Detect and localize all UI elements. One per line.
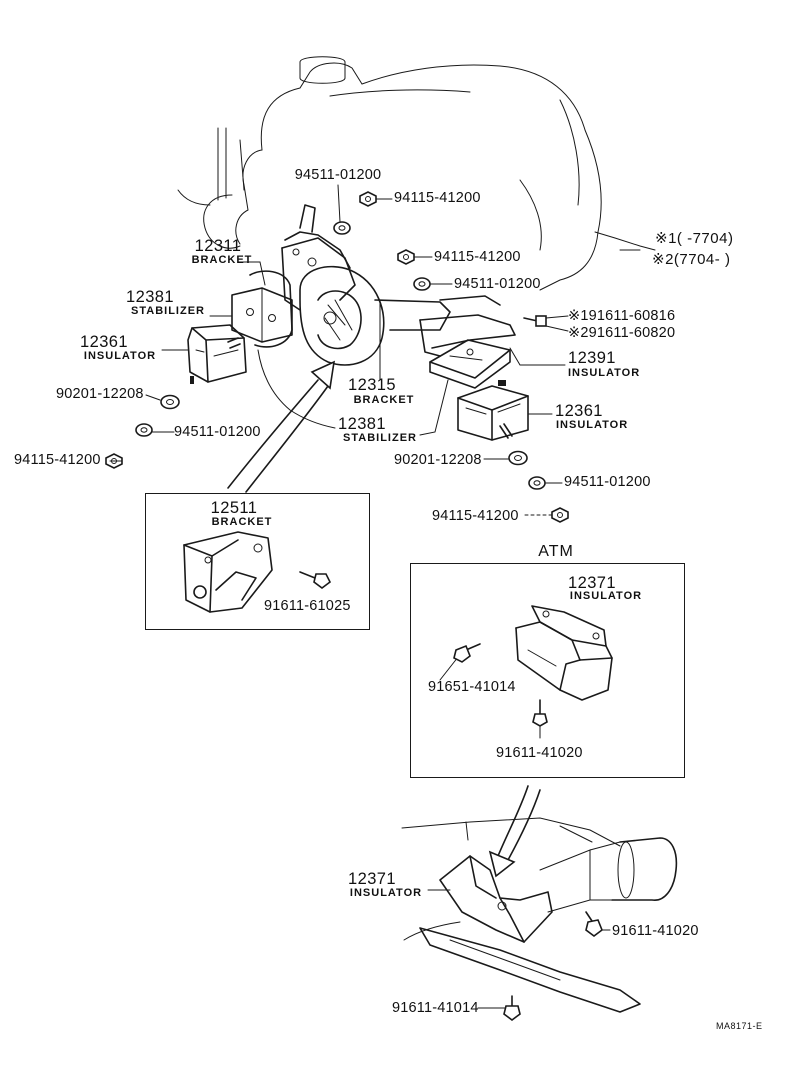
bolt-91611-60816	[523, 315, 547, 327]
part-number-12361-right: 12361	[555, 402, 603, 420]
part-name-12361-right: INSULATOR	[556, 419, 629, 431]
insulator-12391	[429, 339, 511, 389]
part-number-12371-atm: 12371	[568, 574, 616, 592]
part-name-12381-left: STABILIZER	[131, 305, 205, 317]
part-number-94115-left: 94115-41200	[14, 452, 101, 468]
part-number-12361-left: 12361	[80, 333, 128, 351]
hardware-fasteners	[105, 191, 569, 523]
part-number-12381-center: 12381	[338, 415, 386, 433]
pointer-arrow-12511	[227, 360, 336, 493]
insulator-12361-right	[457, 380, 529, 441]
inset-box-12511	[145, 493, 370, 630]
insulator-12371-atm	[453, 605, 613, 727]
part-number-12381-left: 12381	[126, 288, 174, 306]
part-number-91651-41014: 91651-41014	[428, 679, 516, 695]
part-number-90201-right: 90201-12208	[394, 452, 482, 468]
part-number-91611-41020-atm: 91611-41020	[496, 745, 583, 761]
stabilizer-12381-left	[231, 287, 293, 343]
part-number-94511-left: 94511-01200	[174, 424, 261, 440]
part-name-12371-bottom: INSULATOR	[349, 887, 423, 899]
part-number-91611-60816: ※191611-60816	[568, 308, 676, 324]
part-name-12511: BRACKET	[211, 516, 273, 528]
part-number-91611-41020-bottom: 91611-41020	[612, 923, 699, 939]
part-number-94511-top: 94511-01200	[294, 167, 382, 183]
part-number-91611-41014-bottom: 91611-41014	[392, 1000, 479, 1016]
insulator-12361-left	[187, 324, 247, 384]
crossmember	[419, 927, 641, 1013]
pointer-arrow-atm	[488, 785, 541, 878]
part-number-90201-left: 90201-12208	[56, 386, 144, 402]
part-number-12311: 12311	[194, 237, 242, 255]
alternator-assembly	[249, 204, 451, 366]
part-number-94511-mid: 94511-01200	[454, 276, 541, 292]
part-name-12381-center: STABILIZER	[343, 432, 417, 444]
inset-box-atm	[410, 563, 685, 778]
part-name-12315: BRACKET	[353, 394, 415, 406]
part-number-12391: 12391	[568, 349, 616, 367]
part-number-12511: 12511	[210, 499, 258, 517]
bracket-12315	[419, 295, 516, 357]
part-number-94115-mid: 94115-41200	[434, 249, 521, 265]
part-name-12371-atm: INSULATOR	[569, 590, 643, 602]
drawing-code: MA8171-E	[716, 1021, 763, 1031]
insulator-12371-bottom	[439, 855, 603, 1021]
part-number-12371-bottom: 12371	[348, 870, 396, 888]
transmission-assembly	[401, 817, 678, 941]
bracket-12311	[281, 237, 356, 311]
part-number-94115-right: 94115-41200	[432, 508, 519, 524]
reference-note-1: ※1( -7704)	[655, 230, 734, 247]
part-number-94115-top: 94115-41200	[394, 190, 481, 206]
part-number-91611-60820: ※291611-60820	[568, 325, 676, 341]
part-name-12311: BRACKET	[191, 254, 253, 266]
reference-note-2: ※2(7704- )	[652, 251, 731, 268]
bracket-12511	[183, 531, 332, 613]
part-name-12391: INSULATOR	[568, 367, 641, 379]
part-number-94511-right: 94511-01200	[564, 474, 651, 490]
engine-outline	[177, 56, 656, 429]
part-number-91611-61025: 91611-61025	[264, 598, 351, 614]
atm-heading: ATM	[538, 543, 574, 560]
part-number-12315: 12315	[348, 376, 396, 394]
part-name-12361-left: INSULATOR	[83, 350, 157, 362]
